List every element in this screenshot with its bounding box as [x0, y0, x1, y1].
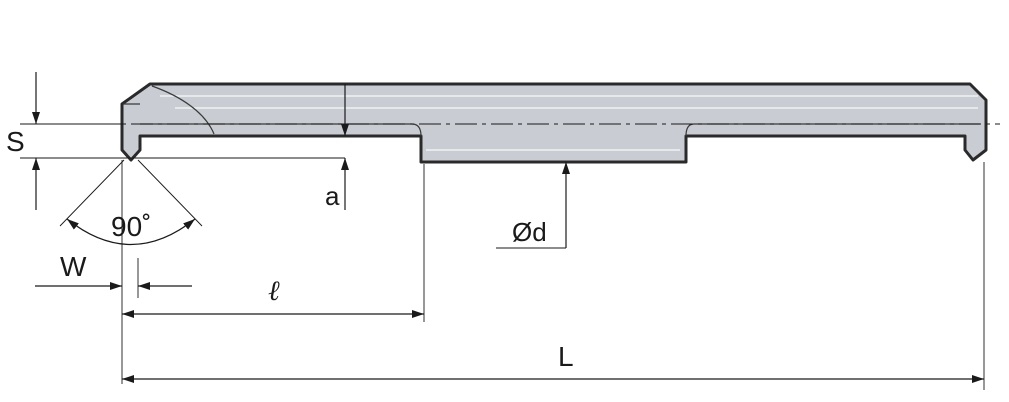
label-angle: 90˚	[111, 211, 151, 242]
chamfer-edge	[151, 85, 215, 135]
dimension-l-total: L	[122, 162, 985, 390]
dimension-ell: ℓ	[122, 164, 425, 322]
pin-body	[120, 82, 988, 164]
pin-outline	[120, 82, 988, 164]
angle-leg	[137, 159, 203, 227]
dimension-s: S	[6, 72, 345, 210]
label-ell: ℓ	[268, 276, 280, 307]
label-a: a	[325, 181, 340, 211]
label-d: Ød	[512, 217, 547, 247]
angle-leg	[59, 159, 125, 227]
label-w: W	[60, 251, 87, 282]
label-l-total: L	[558, 341, 574, 372]
dimension-angle: 90˚	[59, 159, 203, 245]
dimension-a: a	[325, 84, 349, 211]
dimension-w: W	[35, 160, 192, 384]
label-s: S	[6, 126, 25, 157]
angle-arc	[66, 218, 196, 245]
dimension-d: Ød	[496, 162, 570, 249]
